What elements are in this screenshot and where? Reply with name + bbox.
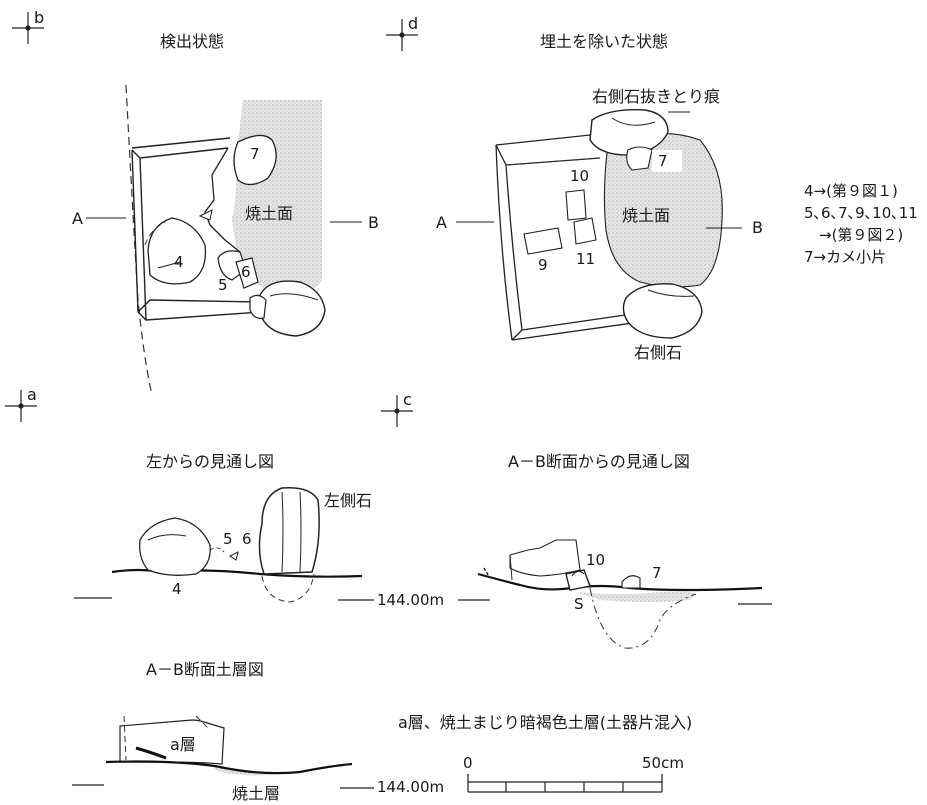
- title-ab-section: A－B断面土層図: [146, 660, 264, 679]
- layer-note: a層、焼土まじり暗褐色土層(土器片混入): [398, 713, 693, 732]
- view-ab: [458, 539, 772, 649]
- plan2-num-7: 7: [658, 152, 668, 170]
- left-view-num-6: 6: [242, 530, 252, 548]
- marker-label-b: b: [34, 8, 45, 27]
- plan2-point-a: A: [436, 213, 447, 232]
- plan2-burnt-surface: 焼土面: [622, 206, 671, 225]
- legend-line-2: 5､6､7､9､10､11: [804, 204, 918, 222]
- section-ab: [72, 715, 374, 789]
- title-ab-view: A－B断面からの見通し図: [508, 452, 690, 471]
- title-removed: 埋土を除いた状態: [540, 32, 669, 51]
- ab-view-num-7: 7: [652, 564, 662, 582]
- plan2-num-9: 9: [538, 256, 548, 274]
- view-left: [74, 487, 374, 603]
- legend-line-3: →(第９図２): [804, 226, 904, 244]
- plan1-num-7: 7: [250, 145, 260, 163]
- ab-view-num-10: 10: [586, 551, 606, 569]
- plan1-num-4: 4: [174, 253, 184, 271]
- legend: 4→(第９図１) 5､6､7､9､10､11 →(第９図２) 7→カメ小片: [804, 180, 918, 268]
- legend-line-1: 4→(第９図１): [804, 182, 898, 200]
- left-view-num-5: 5: [223, 530, 233, 548]
- plan2-num-11: 11: [576, 250, 596, 268]
- scale-bar: [467, 774, 663, 793]
- section-elevation: 144.00m: [377, 778, 445, 796]
- scale-label-0: 0: [463, 754, 473, 772]
- title-left-view: 左からの見通し図: [146, 452, 275, 471]
- plan2-point-b: B: [752, 218, 763, 237]
- plan1-num-6: 6: [241, 263, 251, 281]
- legend-line-4: 7→カメ小片: [804, 248, 887, 266]
- left-view-num-4: 4: [172, 580, 182, 598]
- plan-removed: [456, 109, 742, 341]
- plan1-point-a: A: [72, 209, 83, 228]
- plan2-right-stone-trace: 右側石抜きとり痕: [592, 87, 721, 106]
- left-view-elevation: 144.00m: [377, 591, 445, 609]
- title-detected: 検出状態: [160, 32, 225, 51]
- marker-label-d: d: [408, 14, 419, 33]
- section-burnt-layer: 焼土層: [232, 784, 281, 803]
- plan-detected: [86, 84, 362, 396]
- plan2-right-stone: 右側石: [634, 343, 683, 362]
- marker-cross-b: [12, 12, 44, 44]
- plan2-num-10: 10: [570, 167, 590, 185]
- section-layer-a: a層: [170, 735, 196, 754]
- marker-cross-c: [381, 395, 413, 427]
- plan1-num-5: 5: [218, 276, 228, 294]
- plan1-point-b: B: [368, 213, 379, 232]
- left-view-left-stone: 左側石: [324, 491, 373, 510]
- marker-cross-d: [386, 19, 418, 51]
- scale-label-50: 50cm: [642, 754, 684, 772]
- plan1-burnt-surface: 焼土面: [245, 204, 294, 223]
- marker-label-a: a: [27, 385, 37, 404]
- ab-view-s: S: [574, 595, 584, 613]
- marker-label-c: c: [403, 390, 412, 409]
- marker-cross-a: [5, 390, 37, 422]
